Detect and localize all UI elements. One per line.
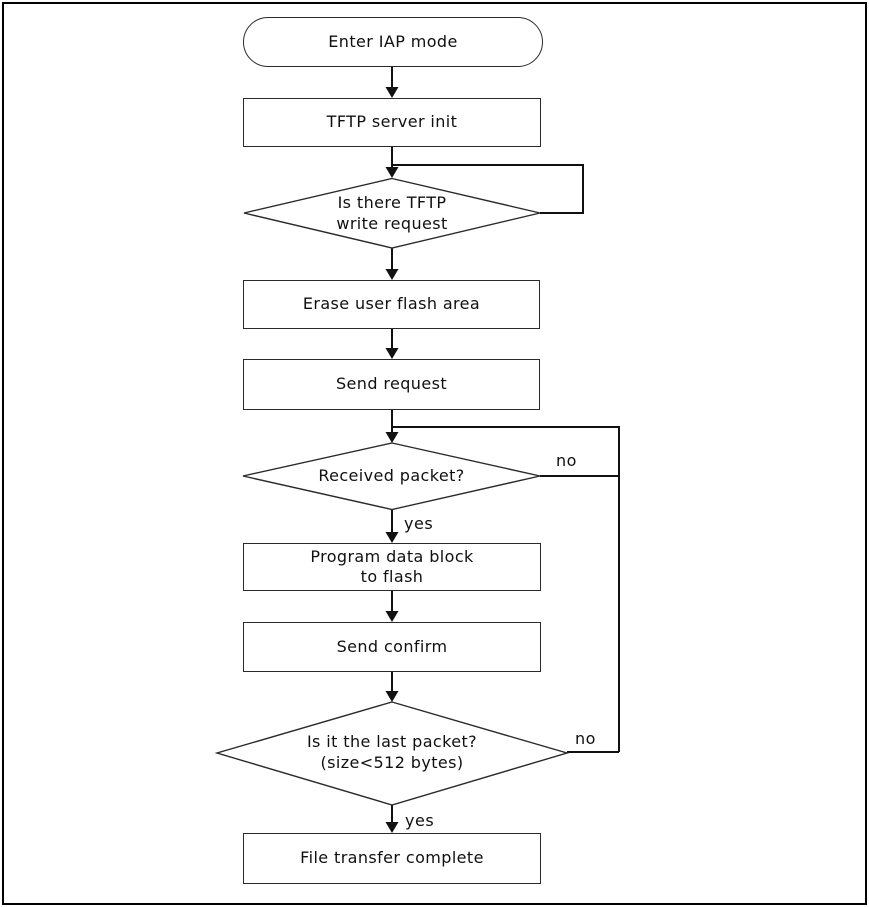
edge-label-received-packet-no: no [556,451,577,470]
node-tftp-write-request-label-line2: write request [336,213,448,233]
edge-writerequest-self-loop [393,164,584,214]
decision-shape-is-last-packet [214,701,570,806]
decision-shape-received-packet [242,442,541,511]
arrowhead-into-tftpinit [385,87,399,98]
node-received-packet: Received packet? [243,443,540,509]
node-start: Enter IAP mode [243,17,543,67]
node-file-transfer-complete: File transfer complete [243,833,541,884]
node-tftp-write-request: Is there TFTP write request [244,179,540,248]
node-tftp-server-init-label: TFTP server init [326,112,458,132]
edge-label-last-packet-no: no [575,729,596,748]
node-program-data-block-label-line1: Program data block [310,546,474,566]
node-send-request: Send request [243,359,540,410]
node-program-data-block-label-line2: to flash [360,567,424,586]
arrowhead-into-sendconfirm [385,611,399,622]
node-erase-user-flash-label: Erase user flash area [302,294,481,314]
edge-label-last-packet-yes: yes [405,811,435,830]
arrowhead-into-program [385,532,399,543]
arrowhead-into-erase [385,269,399,280]
node-file-transfer-complete-label: File transfer complete [300,848,484,868]
arrowhead-into-complete [385,822,399,833]
node-is-last-packet-label-line1: Is it the last packet? [306,732,478,752]
edge-label-received-packet-yes: yes [404,514,434,533]
node-send-confirm-label: Send confirm [336,636,448,656]
node-start-label: Enter IAP mode [328,31,458,51]
node-tftp-write-request-label-line1: Is there TFTP [337,192,447,212]
edge-no-riser [393,426,620,752]
node-received-packet-label: Received packet? [318,465,465,485]
node-erase-user-flash: Erase user flash area [243,280,540,329]
decision-shape-tftp-write-request [243,177,541,249]
arrowhead-into-writerequest [385,167,399,178]
node-tftp-server-init: TFTP server init [243,98,541,147]
node-send-request-label: Send request [335,374,447,394]
node-send-confirm: Send confirm [243,622,541,672]
node-is-last-packet-label-line2: (size<512 bytes) [320,753,464,772]
arrowhead-into-lastpacket [385,691,399,702]
arrowhead-into-receivedpacket [385,432,399,443]
node-program-data-block: Program data block to flash [243,543,541,591]
arrowhead-into-sendrequest [385,348,399,359]
node-is-last-packet: Is it the last packet? (size<512 bytes) [217,703,567,803]
